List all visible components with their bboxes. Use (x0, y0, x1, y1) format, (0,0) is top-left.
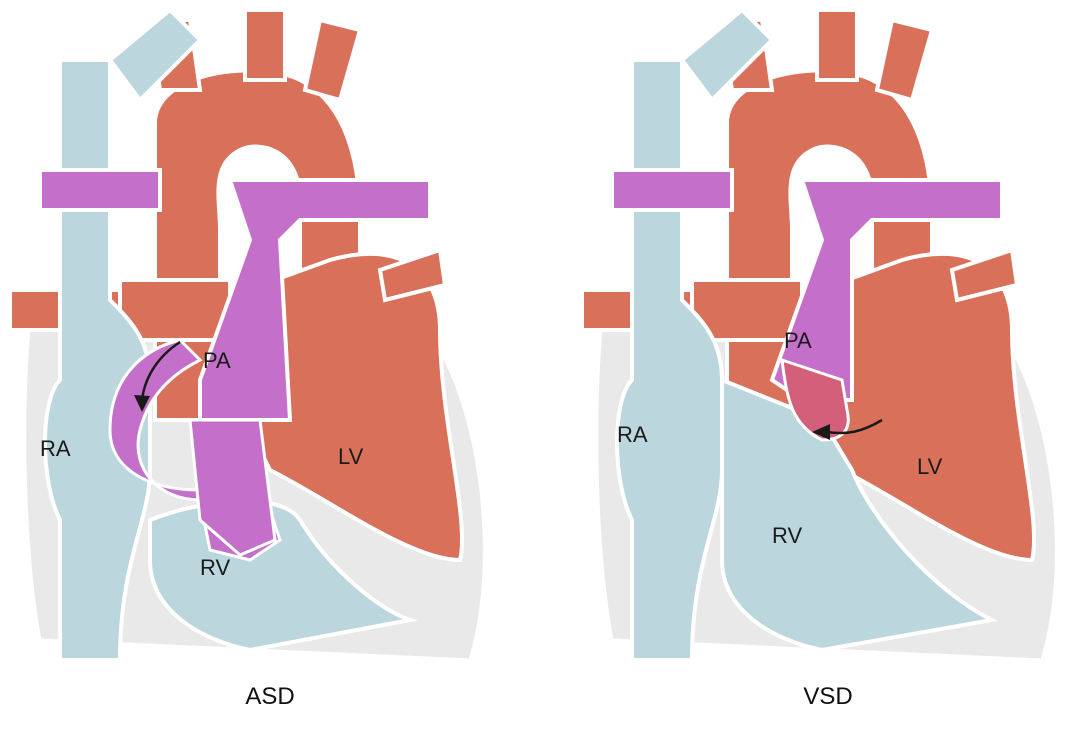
pulmonary-artery-left (40, 170, 160, 210)
pulmonary-artery-left (612, 170, 732, 210)
vsd-heart-diagram: PA RA LV RV (572, 0, 1072, 680)
label-ra: RA (40, 436, 71, 461)
label-rv: RV (772, 523, 802, 548)
label-pa: PA (203, 348, 231, 373)
asd-heart-diagram: PA RA LV RV (0, 0, 500, 680)
label-lv: LV (338, 444, 364, 469)
asd-heart-figure: PA RA LV RV (0, 0, 500, 729)
label-lv: LV (917, 454, 943, 479)
aortic-branch (245, 10, 285, 80)
vsd-heart-figure: PA RA LV RV (572, 0, 1072, 729)
label-ra: RA (617, 422, 648, 447)
aortic-branch (877, 20, 932, 100)
aortic-branch (817, 10, 857, 80)
label-pa: PA (784, 328, 812, 353)
caption-vsd: VSD (728, 683, 928, 711)
caption-asd: ASD (170, 683, 370, 711)
aortic-branch (305, 20, 360, 100)
label-rv: RV (200, 555, 230, 580)
